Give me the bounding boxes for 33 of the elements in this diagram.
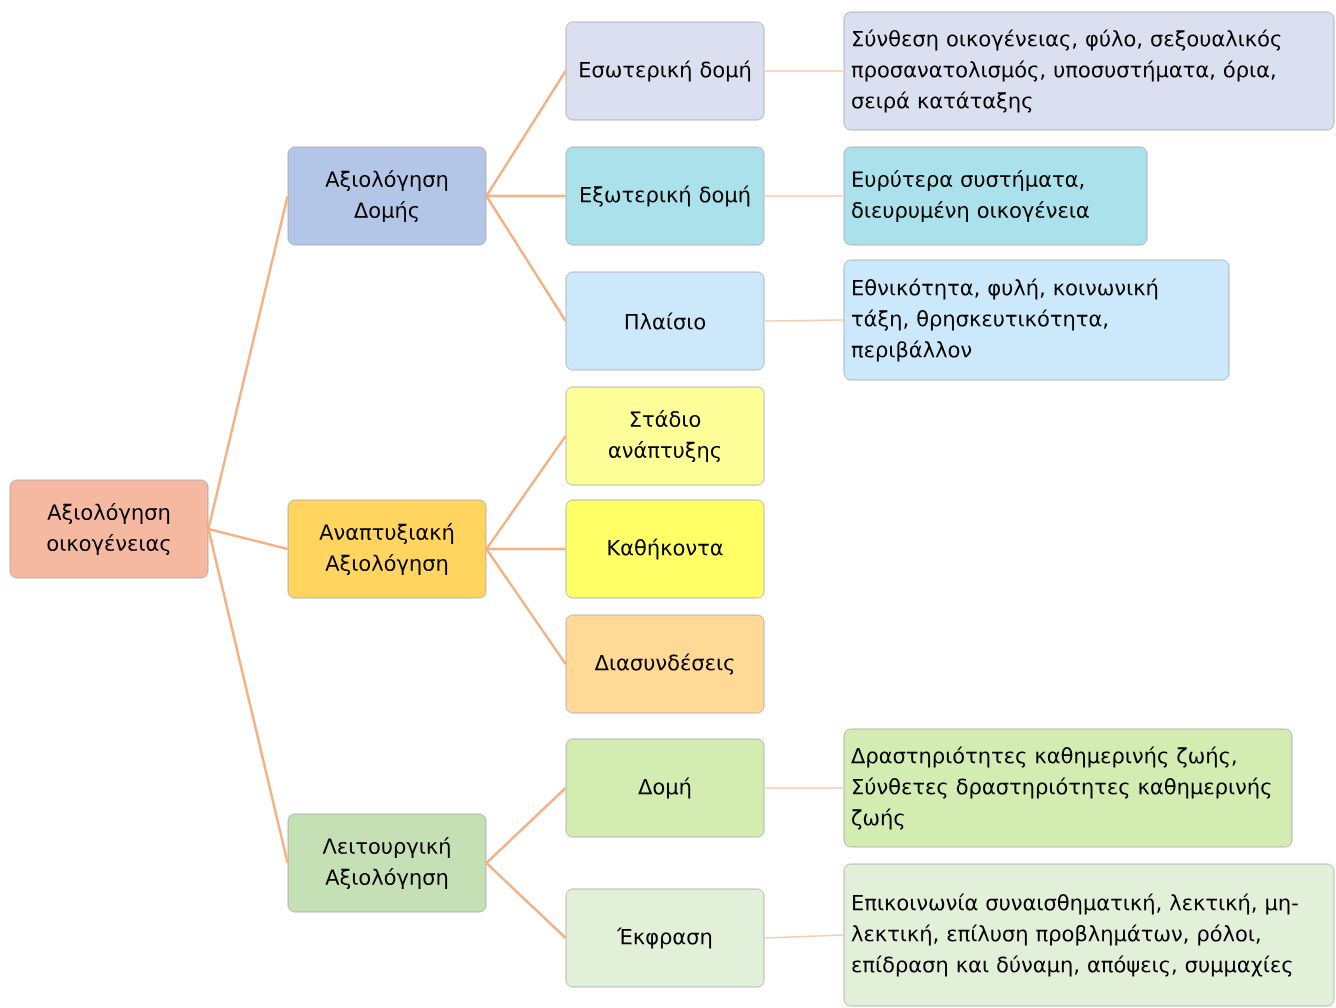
detail-box: Σύνθεση οικογένειας, φύλο, σεξουαλικός προσανατολισμός, υποσυστήματα, όρια, σειρά κατάταξης: [843, 11, 1335, 131]
connector-line: [485, 195, 567, 322]
topic-box: Εσωτερική δομή: [565, 21, 765, 121]
topic-box: Πλαίσιο: [565, 271, 765, 371]
detail-box: Δραστηριότητες καθημερινής ζωής, Σύνθετες δραστηριότητες καθημερινής ζωής: [843, 728, 1293, 848]
detail-box: Επικοινωνία συναισθηματική, λεκτική, μη-λεκτική, επίλυση προβλημάτων, ρόλοι, επίδραση και δύναμη, απόψεις, συμμαχίες: [843, 863, 1335, 1007]
connector-line: [486, 547, 566, 551]
connector-line: [485, 435, 567, 550]
detail-box: Ευρύτερα συστήματα, διευρυμένη οικογένεια: [843, 146, 1148, 246]
connector-line: [485, 548, 567, 665]
connector-line: [763, 70, 845, 72]
connector-line: [763, 787, 845, 789]
connector-line: [207, 195, 289, 530]
connector-line: [486, 194, 566, 198]
connector-line: [763, 934, 845, 939]
topic-box: Εξωτερική δομή: [565, 146, 765, 246]
connector-line: [485, 787, 567, 864]
connector-line: [485, 862, 567, 939]
topic-box: Στάδιο ανάπτυξης: [565, 386, 765, 486]
topic-box: Έκφραση: [565, 888, 765, 988]
topic-box: Καθήκοντα: [565, 499, 765, 599]
connector-line: [763, 319, 845, 322]
connector-line: [207, 528, 289, 864]
topic-box: Αναπτυξιακή Αξιολόγηση: [287, 499, 487, 599]
connector-line: [485, 70, 567, 197]
connector-line: [208, 527, 288, 551]
topic-box: Διασυνδέσεις: [565, 614, 765, 714]
topic-box: Αξιολόγηση οικογένειας: [9, 479, 209, 579]
detail-box: Εθνικότητα, φυλή, κοινωνική τάξη, θρησκευτικότητα, περιβάλλον: [843, 259, 1230, 381]
connector-line: [763, 195, 845, 197]
topic-box: Δομή: [565, 738, 765, 838]
topic-box: Αξιολόγηση Δομής: [287, 146, 487, 246]
topic-box: Λειτουργική Αξιολόγηση: [287, 813, 487, 913]
